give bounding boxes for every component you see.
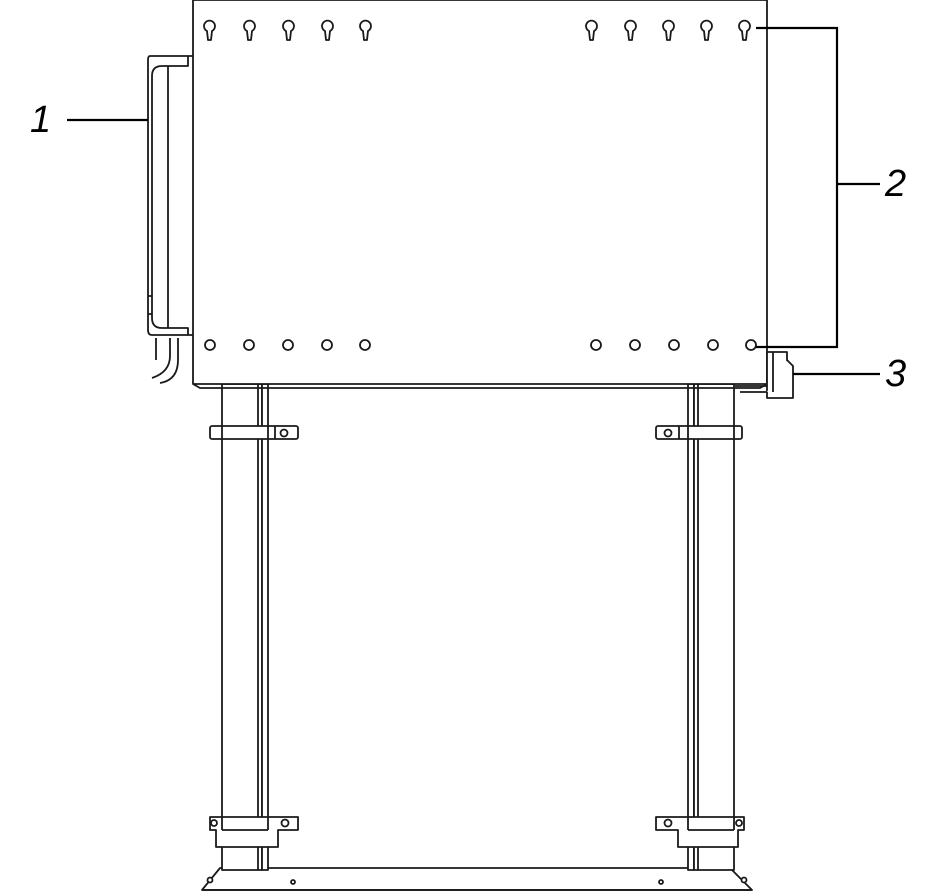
right-post xyxy=(687,383,735,871)
upper-left-clamp xyxy=(209,425,299,440)
leader-bracket-2 xyxy=(756,26,839,349)
base-plate xyxy=(201,867,753,891)
connector-block xyxy=(735,351,794,399)
keyhole-holes-left xyxy=(203,19,372,41)
side-handle xyxy=(147,55,193,384)
round-holes-right xyxy=(590,339,757,351)
round-holes-left xyxy=(204,339,371,351)
lower-right-clamp xyxy=(655,816,745,848)
left-post xyxy=(221,383,269,871)
callout-label-3: 3 xyxy=(885,353,907,395)
enclosure-box xyxy=(192,0,768,389)
callout-label-2: 2 xyxy=(885,163,907,205)
lower-left-clamp xyxy=(209,816,299,848)
keyhole-holes-right xyxy=(585,19,751,41)
callout-label-1: 1 xyxy=(30,99,52,141)
upper-right-clamp xyxy=(655,425,743,440)
